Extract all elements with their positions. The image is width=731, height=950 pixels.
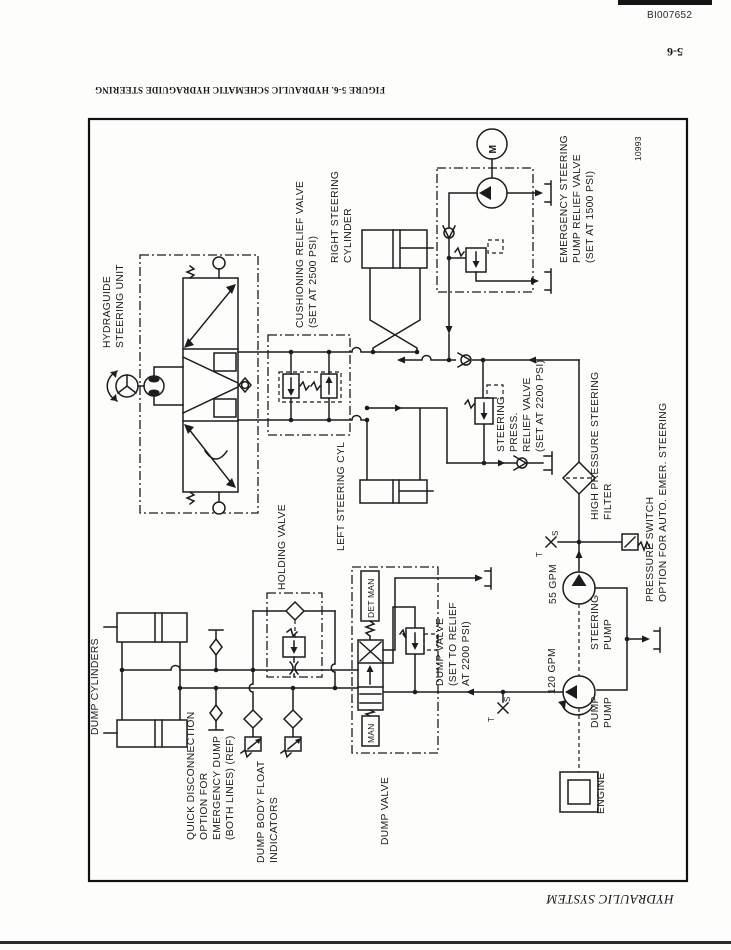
holding-valve-label: HOLDING VALVE <box>277 504 288 590</box>
float-indicator-symbol <box>239 669 264 759</box>
tank-icon <box>543 451 553 475</box>
junction-dots <box>119 255 630 695</box>
emergency-steering-pump-symbol: M <box>436 128 552 361</box>
tank-icon <box>544 180 552 206</box>
scan-artifact-top <box>618 0 712 5</box>
steering-lines <box>237 267 580 481</box>
tank-icon <box>544 268 552 294</box>
test-port-icon: T S <box>535 530 560 557</box>
hydraguide-unit-label: HYDRAGUIDE <box>102 276 113 348</box>
cushioning-valve-label: CUSHIONING RELIEF VALVE <box>295 181 306 328</box>
document-number: BI007652 <box>647 10 693 21</box>
steering-relief-label: STEERING <box>496 397 507 452</box>
left-steering-cylinder-symbol <box>359 479 434 504</box>
quick-disconnect-label: QUICK DISCONNECTION <box>186 711 197 840</box>
left-cylinder-label: LEFT STEERING CYL <box>336 442 347 551</box>
right-cylinder-label: CYLINDER <box>343 208 354 263</box>
tank-icon <box>653 627 661 653</box>
hp-filter-label: HIGH PRESSURE STEERING <box>590 372 601 520</box>
dump-valve-symbol: DET MAN MAN <box>351 566 492 754</box>
metering-unit-icon <box>143 366 184 406</box>
test-port-icon: T S <box>487 691 512 722</box>
cushioning-relief-valve-symbol <box>267 334 351 436</box>
electric-motor-icon: M <box>476 128 508 179</box>
dump-valve-relief-label: (SET TO RELIEF <box>448 602 459 686</box>
steering-pump-label: STEERING <box>590 595 601 650</box>
quick-disconnect-label: OPTION FOR <box>199 772 210 840</box>
hydraguide-unit-label: STEERING UNIT <box>115 264 126 348</box>
steering-wheel-icon <box>106 369 145 403</box>
holding-valve-symbol <box>252 592 336 689</box>
steering-relief-label: (SET AT 2200 PSI) <box>535 360 546 452</box>
steering-pump-flow-label: 55 GPM <box>548 564 559 604</box>
quick-disconnect-symbol <box>208 687 224 731</box>
float-indicators-label: INDICATORS <box>269 797 280 863</box>
steering-pump-label: PUMP <box>603 619 614 650</box>
drawing-number: 10993 <box>633 136 643 161</box>
dump-cylinder-symbol <box>103 612 188 643</box>
emergency-pump-label: (SET AT 1500 PSI) <box>585 171 596 263</box>
steering-relief-label: RELIEF VALVE <box>522 377 533 452</box>
diagram-frame <box>87 117 689 883</box>
dump-pressure-line: T S <box>382 688 564 722</box>
scan-artifact-bottom-rule <box>0 941 731 944</box>
emergency-pump-label: PUMP RELIEF VALVE <box>572 154 583 263</box>
test-port-s-label: S <box>551 530 560 536</box>
manual-position-label: MAN <box>366 724 376 744</box>
dump-valve-relief-label: AT 2200 PSI) <box>461 621 472 686</box>
dump-relief-valve-symbol <box>382 606 438 693</box>
steering-pressure-relief-valve-symbol <box>463 359 504 464</box>
steering-valve-spool <box>182 256 252 515</box>
cushioning-valve-label: (SET AT 2500 PSI) <box>308 236 319 328</box>
pressure-switch-symbol: T S <box>535 530 652 557</box>
dump-valve-relief-label: DUMP VALVE <box>435 618 446 686</box>
right-cylinder-label: RIGHT STEERING <box>330 171 341 263</box>
check-valve-icon <box>456 351 472 369</box>
engine-label: ENGINE <box>596 772 607 814</box>
pressure-switch-label: OPTION FOR AUTO. EMER. STEERING <box>658 403 669 602</box>
float-indicator-symbol <box>279 687 304 759</box>
pressure-switch-label: PRESSURE SWITCH <box>645 497 656 602</box>
steering-relief-label: PRESS. <box>509 412 520 452</box>
check-valve-icon <box>441 224 457 240</box>
motor-label: M <box>488 145 499 154</box>
test-port-t-label: T <box>535 552 544 557</box>
dump-pump-flow-label: 120 GPM <box>547 648 558 694</box>
hp-filter-label: FILTER <box>603 483 614 520</box>
dump-pump-label: PUMP <box>603 697 614 728</box>
float-indicators-label: DUMP BODY FLOAT <box>256 760 267 863</box>
dump-cylinder-symbol <box>103 719 188 748</box>
diagram-labels: HYDRAGUIDE STEERING UNIT CUSHIONING RELI… <box>90 135 669 863</box>
quick-disconnect-label: EMERGENCY DUMP <box>212 736 223 840</box>
quick-disconnect-label: (BOTH LINES) (REF) <box>225 735 236 840</box>
detent-position-label: DET MAN <box>366 579 376 619</box>
dump-cylinders-label: DUMP CYLINDERS <box>90 638 101 735</box>
right-steering-cylinder-symbol <box>361 229 434 269</box>
high-pressure-filter-symbol <box>561 359 597 573</box>
pump-icon <box>476 177 508 209</box>
tank-icon <box>484 567 492 590</box>
dump-work-lines <box>121 641 359 721</box>
emergency-pump-label: EMERGENCY STEERING <box>559 135 570 263</box>
check-valve-icon <box>512 454 528 472</box>
dump-valve-label: DUMP VALVE <box>380 777 391 845</box>
hydraguide-steering-unit-symbol <box>106 254 259 515</box>
test-port-t-label: T <box>487 717 496 722</box>
engine-symbol <box>559 771 599 813</box>
quick-disconnect-symbol <box>208 629 224 671</box>
dump-pump-label: DUMP <box>590 696 601 728</box>
test-port-s-label: S <box>503 696 512 702</box>
